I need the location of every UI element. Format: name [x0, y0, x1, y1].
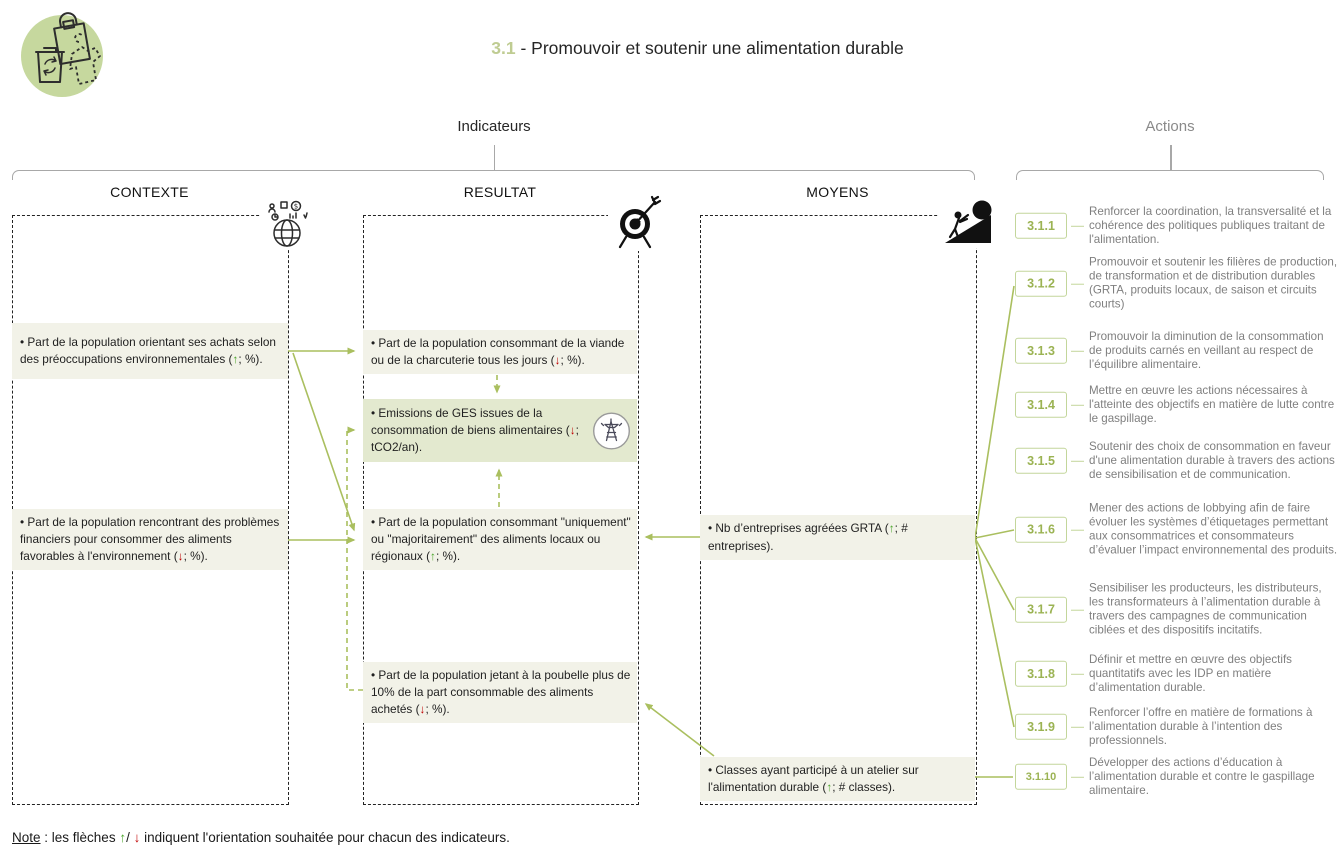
action-connector-dash [1071, 673, 1084, 675]
svg-text:$: $ [294, 203, 298, 211]
action-row-3.1.7: 3.1.7 Sensibiliser les producteurs, les d… [1015, 582, 1339, 639]
action-connector-dash [1071, 225, 1084, 227]
column-header-contexte: CONTEXTE [110, 184, 189, 200]
indicator-text: • Classes ayant participé à un atelier s… [708, 763, 919, 795]
target-dart-icon [608, 191, 666, 251]
down-arrow-glyph: ↓ [177, 549, 184, 564]
action-number-box: 3.1.4 [1015, 391, 1067, 418]
link-r4-r2 [346, 426, 363, 691]
up-arrow-glyph: ↑ [430, 549, 436, 564]
action-row-3.1.3: 3.1.3 Promouvoir la diminution de la cons… [1015, 330, 1339, 372]
action-description: Sensibiliser les producteurs, les distri… [1089, 581, 1322, 638]
action-description: Promouvoir et soutenir les filières de p… [1089, 255, 1338, 312]
action-row-3.1.2: 3.1.2 Promouvoir et soutenir les filières… [1015, 256, 1339, 313]
indicator-item-r2: • Emissions de GES issues de la consomma… [363, 399, 637, 462]
action-row-3.1.5: 3.1.5 Soutenir des choix de consommation … [1015, 440, 1339, 482]
up-arrow-glyph: ↑ [888, 521, 895, 536]
action-number-box: 3.1.1 [1015, 212, 1067, 239]
action-row-3.1.9: 3.1.9 Renforcer l’offre en matière de for… [1015, 706, 1339, 748]
link-m1-a7 [974, 537, 1015, 611]
action-row-3.1.1: 3.1.1 Renforcer la coordination, la trans… [1015, 205, 1339, 247]
effort-boulder-icon [938, 198, 998, 248]
action-number-box: 3.1.7 [1015, 597, 1067, 623]
up-arrow-glyph: ↑ [119, 830, 127, 845]
action-description: Soutenir des choix de consommation en fa… [1089, 439, 1335, 482]
action-connector-dash [1071, 726, 1084, 728]
objective-number: 3.1 [491, 38, 516, 58]
indicator-item-r4: • Part de la population jetant à la poub… [363, 662, 637, 724]
page-title: 3.1 - Promouvoir et soutenir une aliment… [140, 38, 1255, 59]
indicator-text: • Part de la population rencontrant des … [20, 515, 280, 564]
indicator-item-r1: • Part de la population consommant de la… [363, 330, 637, 375]
indicator-item-c1: • Part de la population orientant ses ac… [12, 323, 288, 379]
up-arrow-glyph: ↑ [826, 780, 833, 795]
link-m1-a2 [974, 285, 1015, 539]
action-description: Définir et mettre en œuvre des objectifs… [1089, 652, 1292, 695]
indicator-item-r3: • Part de la population consommant "uniq… [363, 509, 637, 571]
action-connector-dash [1071, 529, 1084, 531]
indicator-item-m2: • Classes ayant participé à un atelier s… [700, 757, 975, 802]
indicator-text: • Emissions de GES issues de la consomma… [371, 405, 579, 455]
action-description: Mettre en œuvre les actions nécessaires … [1089, 383, 1335, 426]
indicators-bracket [12, 145, 975, 180]
down-arrow-glyph: ↓ [133, 830, 141, 845]
power-pylon-icon [592, 411, 631, 450]
action-number-box: 3.1.2 [1015, 271, 1067, 297]
column-header-resultat: RESULTAT [463, 184, 537, 200]
indicator-text: • Part de la population jetant à la poub… [371, 668, 631, 717]
actions-group-label: Actions [1145, 118, 1195, 135]
action-row-3.1.4: 3.1.4 Mettre en œuvre les actions nécessa… [1015, 384, 1339, 426]
action-description: Renforcer la coordination, la transversa… [1089, 204, 1332, 247]
action-number-box: 3.1.5 [1015, 447, 1067, 474]
action-connector-dash [1071, 776, 1084, 778]
action-description: Développer des actions d’éducation à l’a… [1089, 755, 1315, 798]
indicator-item-c2: • Part de la population rencontrant des … [12, 509, 288, 571]
footnote: Note : les flèches ↑/ ↓ indiquent l'orie… [12, 830, 510, 845]
sustainable-consumption-logo [16, 6, 110, 102]
action-row-3.1.8: 3.1.8 Définir et mettre en œuvre des obje… [1015, 653, 1339, 695]
action-row-3.1.10: 3.1.10 Développer des actions d’éducation… [1015, 756, 1339, 798]
action-description: Renforcer l’offre en matière de formatio… [1089, 705, 1313, 748]
link-c1-r3 [292, 352, 356, 532]
down-arrow-glyph: ↓ [569, 422, 576, 437]
link-m1-a9 [974, 537, 1015, 728]
action-description: Promouvoir la diminution de la consommat… [1089, 329, 1324, 372]
indicators-group-label: Indicateurs [457, 118, 531, 135]
up-arrow-glyph: ↑ [232, 352, 239, 366]
indicator-text: • Nb d’entreprises agréées GRTA (↑; # en… [708, 521, 908, 553]
action-number-box: 3.1.6 [1015, 517, 1067, 543]
action-connector-dash [1071, 350, 1084, 352]
action-connector-dash [1071, 404, 1084, 406]
globe-economy-icon: $ [260, 198, 314, 250]
action-number-box: 3.1.8 [1015, 660, 1067, 687]
action-connector-dash [1071, 283, 1084, 285]
note-word: Note [12, 830, 41, 845]
indicator-text: • Part de la population consommant "uniq… [371, 515, 631, 564]
indicator-text: • Part de la population consommant de la… [371, 336, 625, 368]
link-m1-a6 [974, 529, 1015, 539]
action-number-box: 3.1.3 [1015, 337, 1067, 364]
action-description: Mener des actions de lobbying afin de fa… [1089, 501, 1338, 558]
down-arrow-glyph: ↓ [419, 702, 426, 717]
indicator-item-m1: • Nb d’entreprises agréées GRTA (↑; # en… [700, 515, 975, 560]
objective-title: - Promouvoir et soutenir une alimentatio… [515, 38, 904, 58]
reusable-bag-recycle-logo [21, 12, 103, 97]
action-connector-dash [1071, 460, 1084, 462]
action-connector-dash [1071, 609, 1084, 611]
actions-bracket [1016, 145, 1324, 180]
action-row-3.1.6: 3.1.6 Mener des actions de lobbying afin … [1015, 502, 1339, 559]
down-arrow-glyph: ↓ [554, 353, 561, 368]
action-number-box: 3.1.9 [1015, 713, 1067, 740]
moyens-box [700, 215, 977, 805]
indicator-text: • Part de la population orientant ses ac… [20, 334, 276, 366]
action-number-box: 3.1.10 [1015, 763, 1067, 790]
column-header-moyens: MOYENS [806, 184, 869, 200]
